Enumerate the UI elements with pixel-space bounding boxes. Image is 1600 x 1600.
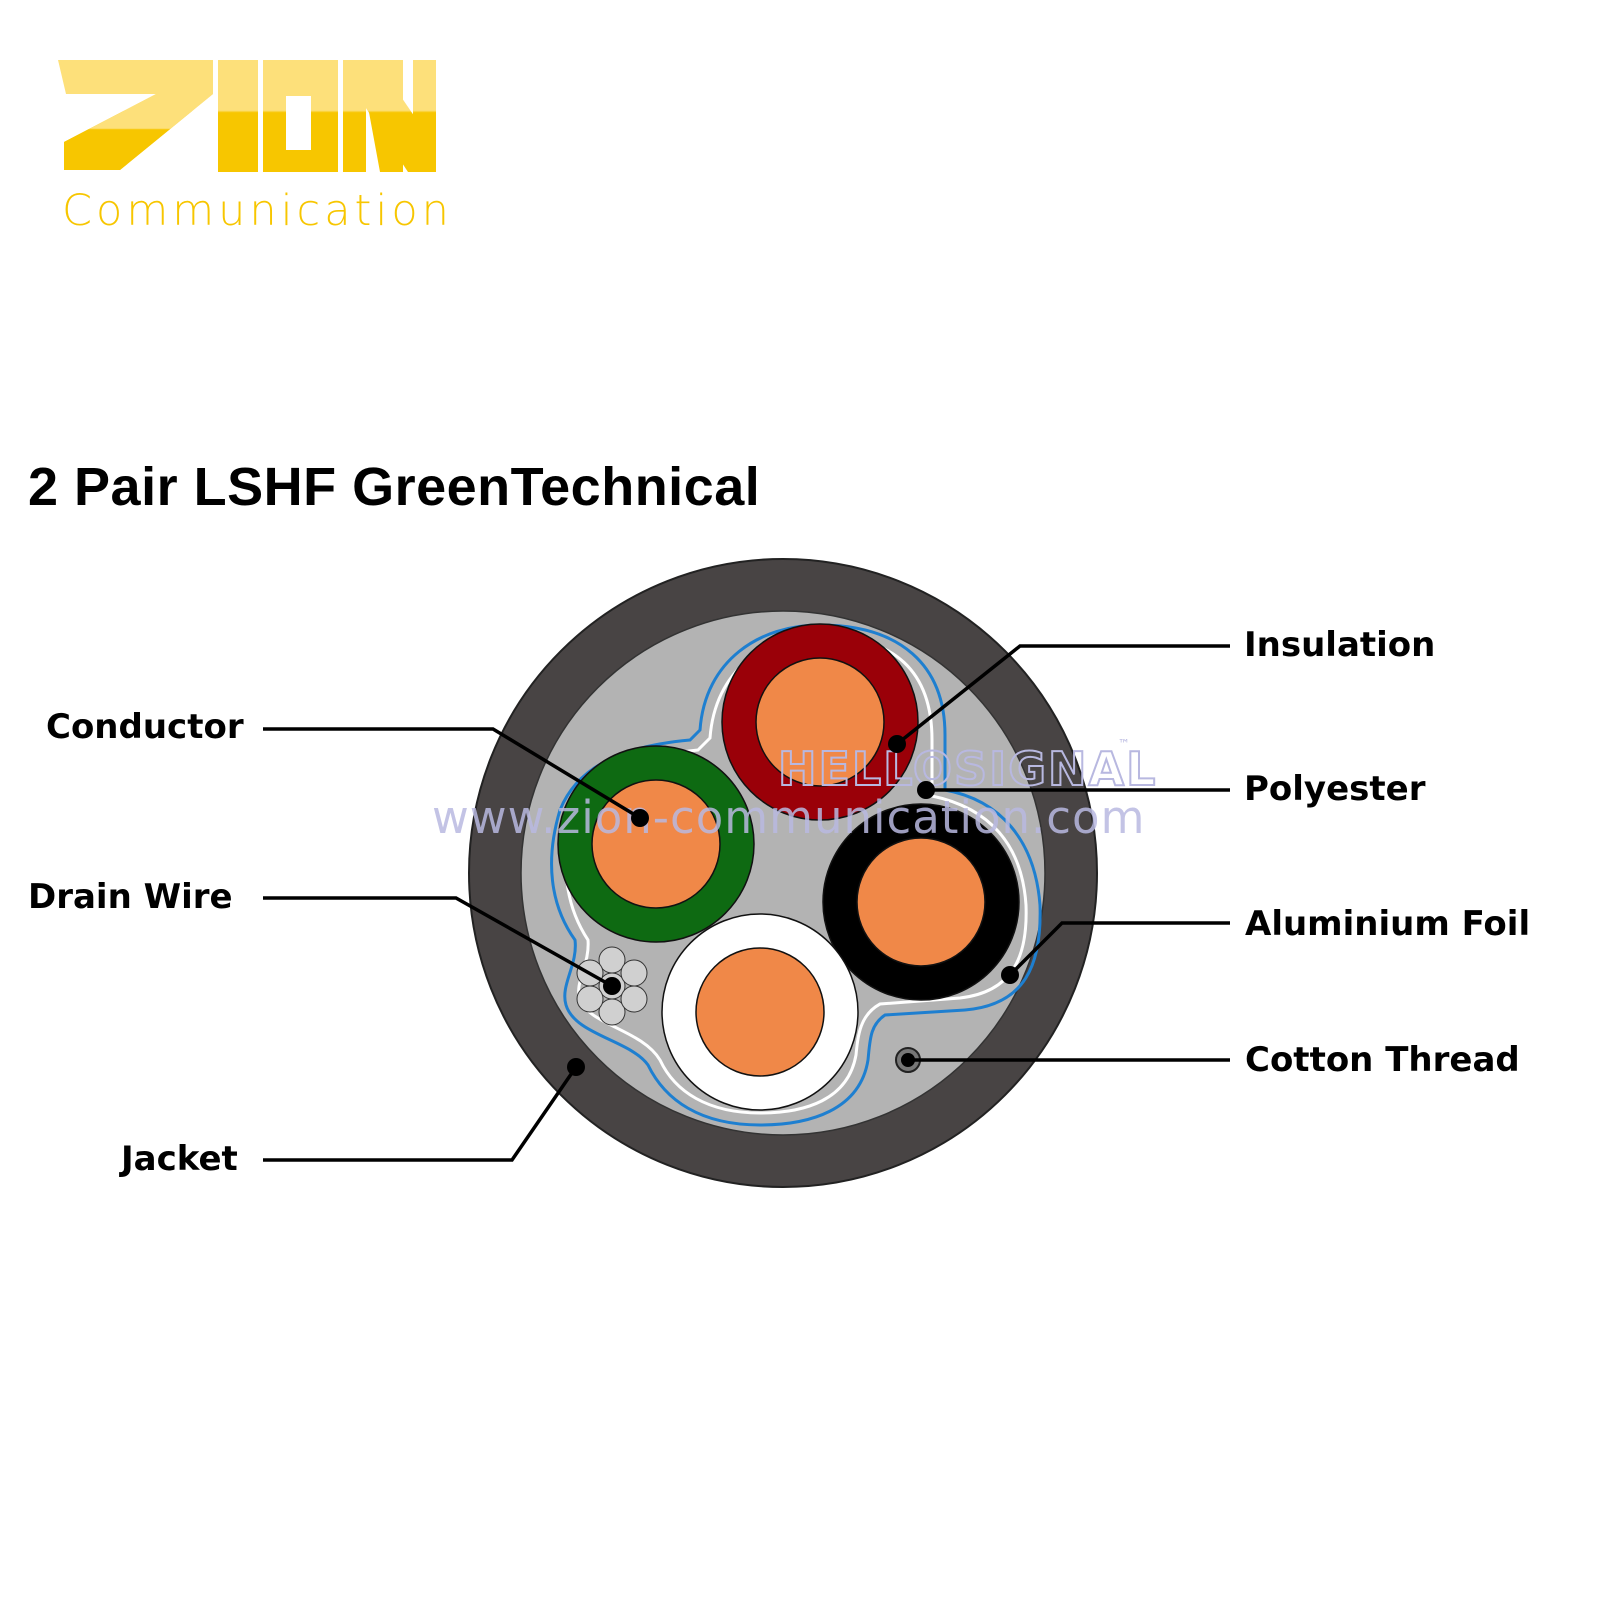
label-conductor: Conductor [46,707,244,747]
white-core-conductor [695,947,825,1077]
page-title: 2 Pair LSHF GreenTechnical [28,457,761,517]
red-core-conductor [755,657,885,787]
leader-jacket [263,1066,578,1162]
dot-jacket [567,1058,585,1076]
leader-insulation [895,644,1230,746]
label-jacket: Jacket [121,1139,238,1179]
dot-insulation [888,735,906,753]
label-cotton-thread: Cotton Thread [1245,1040,1520,1080]
leader-drain-wire [263,896,613,988]
dot-drain-wire [603,977,621,995]
dot-cotton-thread [901,1053,915,1067]
zion-logo [58,58,438,178]
watermark-tm: ™ [1118,737,1130,751]
watermark-url: www.zion-communication.com [432,791,1145,844]
zion-logo-mark-icon [58,60,436,172]
dot-aluminium-foil [1001,966,1019,984]
logo-subtitle: Communication [62,186,453,236]
black-core-conductor [856,837,986,967]
watermark-brand: HELLOSIGNAL [778,742,1157,796]
leader-aluminium-foil [1008,921,1230,977]
aluminium-foil [550,623,1042,1127]
leader-conductor [263,727,641,820]
polyester-layer [564,634,1028,1115]
label-insulation: Insulation [1244,625,1436,665]
leader-lines [263,644,1230,1162]
label-aluminium-foil: Aluminium Foil [1245,904,1531,944]
green-core-conductor [591,779,721,909]
pointer-dots [567,735,1019,1076]
dot-conductor [631,809,649,827]
label-polyester: Polyester [1244,769,1426,809]
dot-polyester [917,781,935,799]
label-drain-wire: Drain Wire [28,877,233,917]
